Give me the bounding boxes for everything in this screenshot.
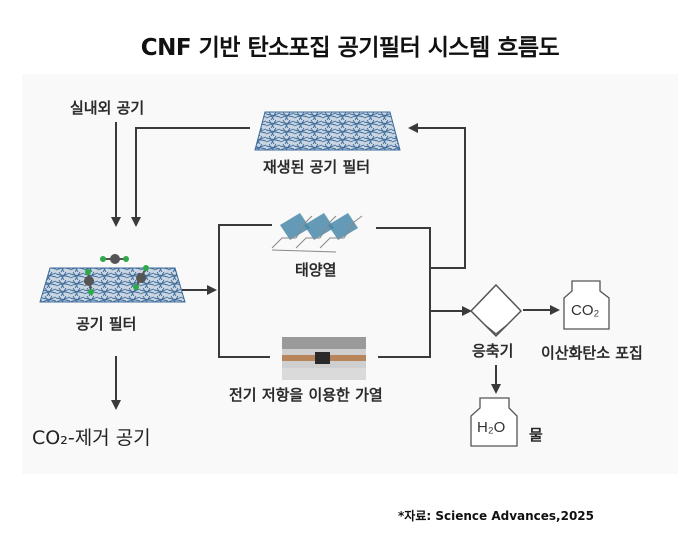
arrow-return-to-regenerated — [408, 123, 466, 269]
solar-collector-icon — [271, 213, 363, 253]
node-co2-removed-air: CO₂-제거 공기 — [32, 427, 151, 449]
water-container-label: H₂O — [477, 419, 505, 436]
heating-branch-left — [218, 224, 272, 358]
node-indoor-outdoor-air: 실내외 공기 — [70, 99, 145, 117]
node-water: 물 — [529, 426, 543, 444]
co2-molecule-icon — [133, 265, 149, 290]
node-electric-heating: 전기 저항을 이용한 가열 — [229, 386, 383, 404]
arrow-regenerated-to-filter — [131, 127, 250, 227]
air-filter-image — [39, 254, 186, 303]
node-co2-capture: 이산화탄소 포집 — [541, 344, 643, 362]
co2-molecule-icon — [84, 269, 94, 295]
node-regenerated-filter: 재생된 공기 필터 — [263, 158, 371, 176]
electric-heater-image — [282, 337, 366, 380]
node-solar-heat: 태양열 — [295, 261, 337, 279]
node-air-filter: 공기 필터 — [76, 315, 137, 333]
condenser-icon — [469, 283, 523, 338]
co2-molecule-icon — [100, 254, 129, 264]
source-citation: *자료: Science Advances,2025 — [398, 509, 595, 523]
regenerated-filter-image — [254, 111, 401, 151]
heating-branch-right — [376, 227, 431, 358]
page-title: CNF 기반 탄소포집 공기필터 시스템 흐름도 — [140, 35, 560, 61]
node-condenser: 응축기 — [472, 342, 514, 360]
co2-container-label: CO₂ — [571, 302, 600, 319]
water-container-icon: H₂O — [470, 397, 518, 447]
co2-container-icon: CO₂ — [563, 280, 610, 330]
